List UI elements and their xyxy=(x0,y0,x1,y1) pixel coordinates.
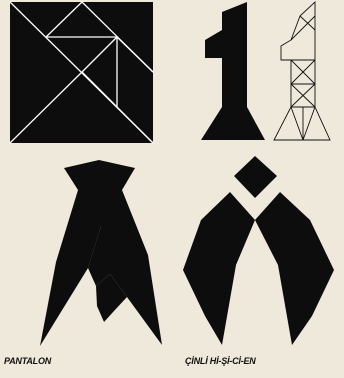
tangram-square xyxy=(10,2,153,143)
caption-pantalon: PANTALON xyxy=(4,356,51,366)
caption-hi-si-ci-en: ÇİNLİ Hİ-Şİ-Cİ-EN xyxy=(185,356,256,366)
